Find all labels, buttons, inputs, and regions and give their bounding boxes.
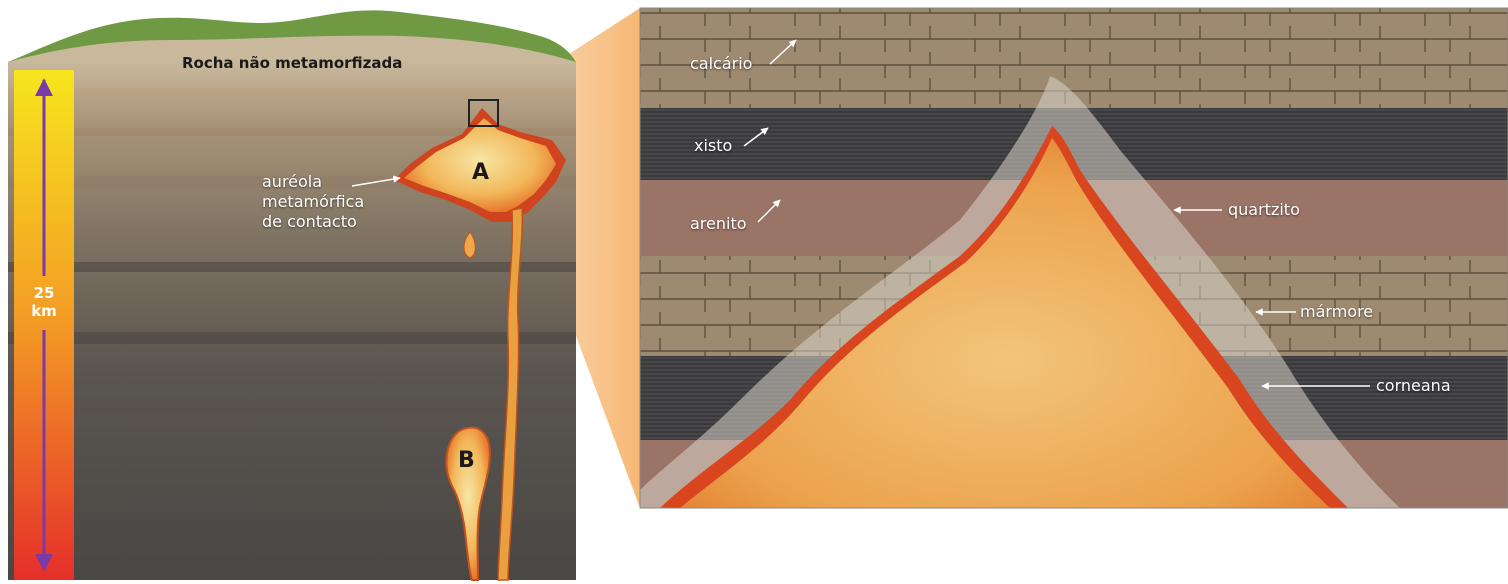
depth-value: 25 <box>33 284 55 302</box>
magma-droplet <box>463 231 476 259</box>
surface-label: Rocha não metamorfizada <box>182 54 403 72</box>
intrusion-b <box>445 426 491 581</box>
layer-calcario <box>640 8 1508 108</box>
intrusion-a <box>404 118 556 212</box>
detail-panel <box>639 7 1508 509</box>
label-calcario: calcário <box>690 54 753 73</box>
pointer-xisto <box>743 127 769 147</box>
aureole-label-line3: de contacto <box>262 212 357 231</box>
label-arenito: arenito <box>690 214 747 233</box>
depth-unit: km <box>31 302 57 320</box>
magma-conduit <box>497 207 524 581</box>
aureole-label-line1: auréola <box>262 172 323 191</box>
label-quartzito: quartzito <box>1228 200 1300 219</box>
intrusion-a-label: A <box>472 160 490 185</box>
aureole-pointer <box>351 175 401 187</box>
label-corneana: corneana <box>1376 376 1451 395</box>
aureole-label-line2: metamórfica <box>262 192 365 211</box>
intrusion-detail <box>680 138 1330 508</box>
zoom-box <box>468 99 499 127</box>
crust-block <box>8 10 576 581</box>
pointer-calcario <box>769 39 797 65</box>
pointer-arenito <box>757 199 781 223</box>
label-marmore: mármore <box>1300 302 1374 321</box>
intrusion-b-label: B <box>458 448 475 473</box>
label-xisto: xisto <box>694 136 733 155</box>
